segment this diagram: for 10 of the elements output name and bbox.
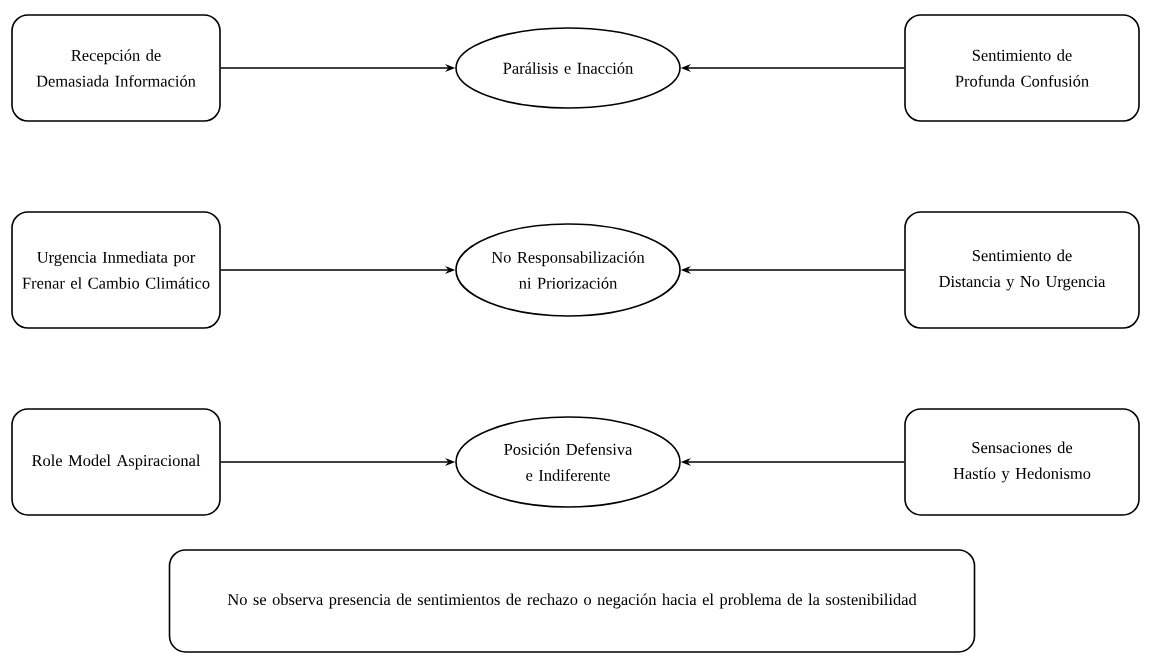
ellipse-node: Posición Defensiva e Indiferente [455, 416, 681, 508]
rounded-box: Sentimiento de Distancia y No Urgencia [904, 211, 1140, 329]
rounded-box: Sentimiento de Profunda Confusión [904, 14, 1140, 122]
ellipse-node: No Responsabilización ni Priorización [455, 223, 681, 317]
rounded-box: Urgencia Inmediata por Frenar el Cambio Climático [11, 211, 221, 329]
ellipse-node: Parálisis e Inacción [455, 27, 681, 109]
rounded-box: Recepción de Demasiada Información [11, 14, 221, 122]
rounded-box: Sensaciones de Hastío y Hedonismo [904, 408, 1140, 516]
rounded-box: No se observa presencia de sentimientos de rechazo o negación hacia el problema de la sostenibilidad [168, 549, 976, 653]
rounded-box: Role Model Aspiracional [11, 408, 221, 516]
